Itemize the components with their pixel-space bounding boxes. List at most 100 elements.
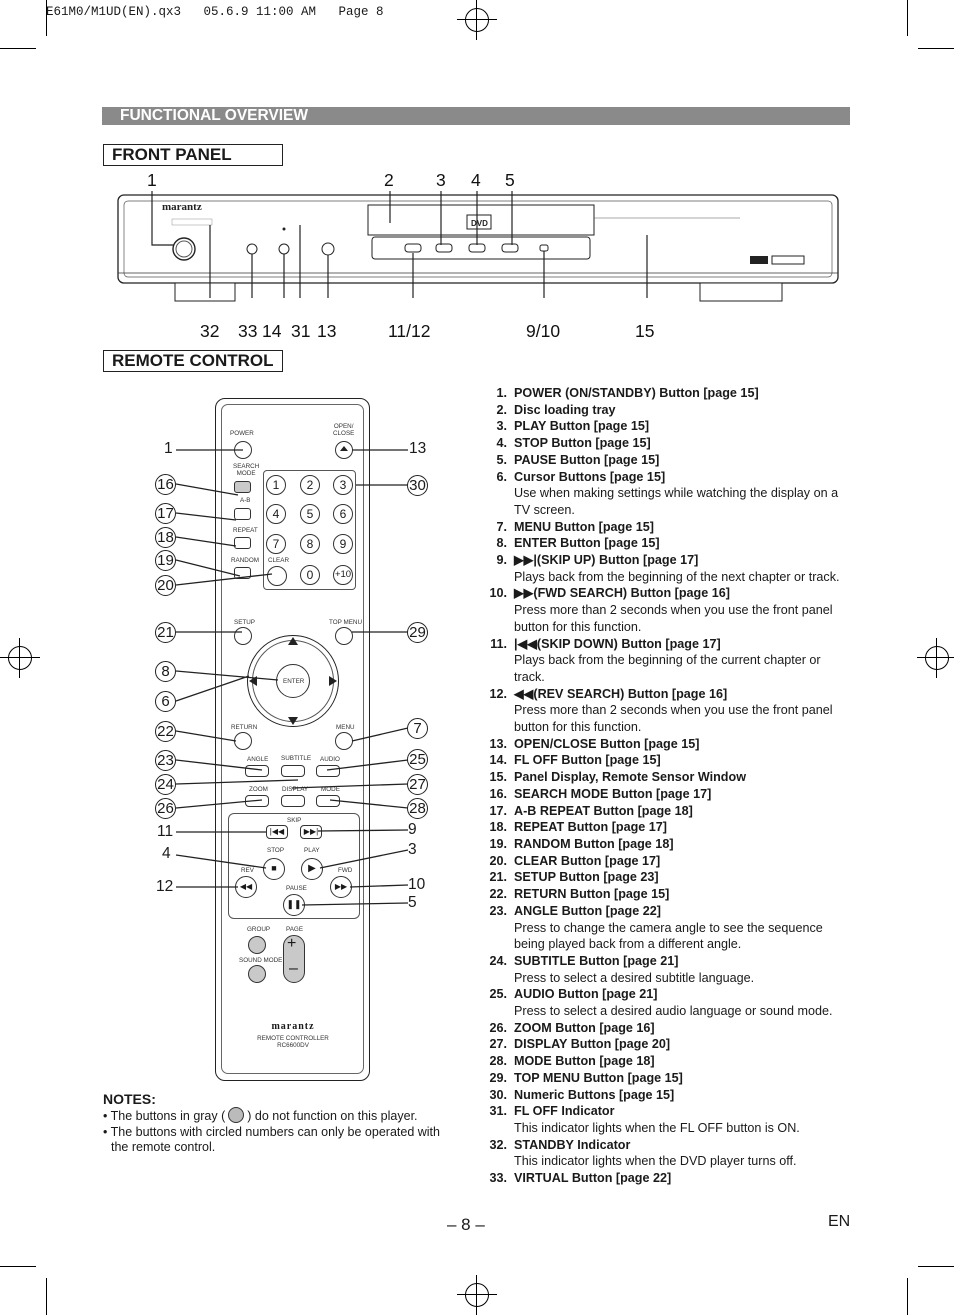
skip-down-button[interactable]: |◀◀ <box>266 825 288 839</box>
crop-mark <box>907 1278 908 1315</box>
repeat-button[interactable] <box>234 537 251 549</box>
item-description: Press more than 2 seconds when you use t… <box>514 603 833 634</box>
item-number: 23. <box>489 903 507 918</box>
item-title: CLEAR Button [page 17] <box>514 853 661 868</box>
registration-mark <box>457 1275 497 1315</box>
display-button[interactable] <box>281 795 305 807</box>
svg-text:32: 32 <box>200 321 219 341</box>
cursor-right-icon[interactable] <box>329 676 337 686</box>
cursor-left-icon[interactable] <box>249 676 257 686</box>
callout-number: 5 <box>408 894 417 911</box>
callout-circled: 21 <box>155 622 176 643</box>
remote-control-title: REMOTE CONTROL <box>103 350 283 372</box>
front-panel-title: FRONT PANEL <box>103 144 283 166</box>
number-button[interactable]: 9 <box>333 534 353 554</box>
number-button[interactable]: 5 <box>300 504 320 524</box>
item-description: Press to change the camera angle to see … <box>514 920 823 952</box>
item-number: 6. <box>496 469 507 484</box>
top-menu-button[interactable] <box>335 627 353 645</box>
display-label: DISPLAY <box>282 786 309 793</box>
enter-button[interactable] <box>276 664 310 698</box>
notes-section: NOTES: • The buttons in gray () do not f… <box>103 1091 453 1155</box>
crop-mark <box>0 48 36 49</box>
plus10-button[interactable]: +10 <box>333 565 353 585</box>
notes-line-1: • The buttons in gray () do not function… <box>103 1107 418 1124</box>
svg-text:DVD: DVD <box>471 219 488 228</box>
description-item: 1.POWER (ON/STANDBY) Button [page 15] <box>474 385 854 402</box>
remote-body <box>215 398 370 1081</box>
page-number: – 8 – <box>447 1215 485 1234</box>
cursor-up-icon[interactable] <box>288 637 298 645</box>
description-item: 14.FL OFF Button [page 15] <box>474 752 854 769</box>
page-rocker[interactable] <box>283 935 305 983</box>
item-number: 14. <box>489 753 507 768</box>
description-item: 5.PAUSE Button [page 15] <box>474 452 854 469</box>
item-title: ANGLE Button [page 22] <box>514 903 661 918</box>
ab-label: A-B <box>240 497 251 504</box>
skip-up-button[interactable]: ▶▶| <box>300 825 322 839</box>
item-number: 33. <box>489 1171 507 1186</box>
print-header: E61M0/M1UD(EN).qx3 05.6.9 11:00 AM Page … <box>46 5 384 19</box>
section-title: FUNCTIONAL OVERVIEW <box>120 107 309 124</box>
item-description: Use when making settings while watching … <box>514 486 839 517</box>
item-description: Press more than 2 seconds when you use t… <box>514 703 833 735</box>
number-button[interactable]: 3 <box>333 475 353 495</box>
number-button[interactable]: 2 <box>300 475 320 495</box>
callout-number: 12 <box>156 878 174 895</box>
svg-text:3: 3 <box>436 170 446 190</box>
page-label: PAGE <box>286 926 304 933</box>
subtitle-button[interactable] <box>281 765 305 777</box>
callout-number: 3 <box>408 841 417 858</box>
item-title: SUBTITLE Button [page 21] <box>514 953 679 968</box>
item-number: 30. <box>489 1087 507 1102</box>
number-button[interactable]: 4 <box>266 504 286 524</box>
gray-button-icon <box>228 1107 245 1124</box>
stop-button[interactable]: ■ <box>263 858 285 880</box>
description-item: 12.◀◀(REV SEARCH) Button [page 16]Press … <box>474 686 854 736</box>
item-description: This indicator lights when the FL OFF bu… <box>514 1120 800 1135</box>
sound-mode-button[interactable] <box>248 965 266 983</box>
number-button[interactable]: 1 <box>266 475 286 495</box>
number-button[interactable]: 7 <box>266 534 286 554</box>
item-title: AUDIO Button [page 21] <box>514 987 658 1002</box>
item-number: 15. <box>489 770 507 785</box>
item-number: 20. <box>489 853 507 868</box>
item-title: SEARCH MODE Button [page 17] <box>514 786 712 801</box>
description-item: 22.RETURN Button [page 15] <box>474 886 854 903</box>
description-item: 2.Disc loading tray <box>474 402 854 419</box>
ab-repeat-button[interactable] <box>234 508 251 520</box>
number-button[interactable]: 8 <box>300 534 320 554</box>
item-description: Plays back from the beginning of the nex… <box>514 569 840 584</box>
item-number: 1. <box>496 386 507 400</box>
description-item: 19.RANDOM Button [page 18] <box>474 836 854 853</box>
play-button[interactable]: ▶ <box>301 858 323 880</box>
item-number: 11. <box>490 636 507 651</box>
subtitle-label: SUBTITLE <box>281 755 312 762</box>
item-number: 12. <box>489 686 507 701</box>
cursor-down-icon[interactable] <box>288 717 298 725</box>
crop-mark <box>46 1278 47 1315</box>
description-item: 18.REPEAT Button [page 17] <box>474 819 854 836</box>
number-button[interactable]: 6 <box>333 504 353 524</box>
item-title: FL OFF Indicator <box>514 1104 615 1119</box>
group-button[interactable] <box>248 936 266 954</box>
stop-label: STOP <box>267 847 285 854</box>
audio-button[interactable] <box>316 765 340 777</box>
notes-line-2: • The buttons with circled numbers can o… <box>103 1124 440 1154</box>
item-number: 27. <box>489 1037 507 1052</box>
cursor-ring[interactable] <box>247 635 339 727</box>
callout-number: 10 <box>408 876 426 893</box>
angle-button[interactable] <box>245 765 269 777</box>
clear-button[interactable] <box>267 566 287 586</box>
item-title: OPEN/CLOSE Button [page 15] <box>514 736 700 751</box>
item-title: SETUP Button [page 23] <box>514 870 659 885</box>
callout-circled: 20 <box>155 575 176 596</box>
number-button[interactable]: 0 <box>300 565 320 585</box>
item-title: STOP Button [page 15] <box>514 436 651 451</box>
description-item: 8.ENTER Button [page 15] <box>474 535 854 552</box>
setup-label: SETUP <box>234 619 255 626</box>
search-mode-button[interactable] <box>234 481 251 493</box>
item-number: 22. <box>489 887 507 902</box>
audio-label: AUDIO <box>320 756 340 763</box>
